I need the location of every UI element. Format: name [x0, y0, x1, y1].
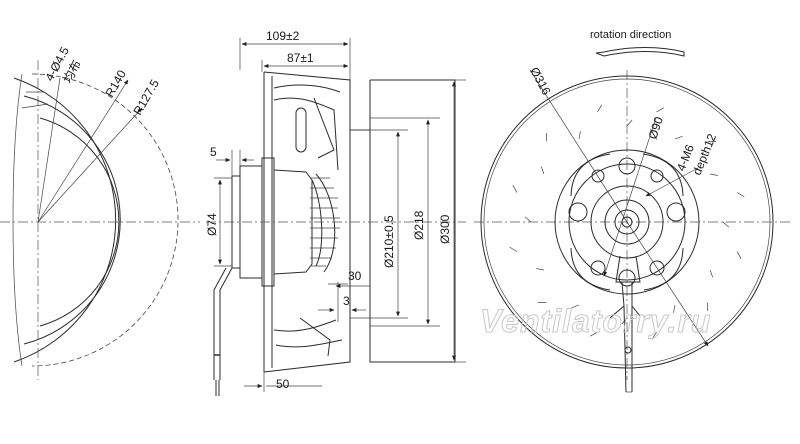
watermark: Ventilatorry.ru [480, 303, 711, 339]
overall-length-label: 109±2 [266, 29, 300, 43]
blade-mark [673, 305, 676, 313]
front-view: Ø316 Ø90 4-M6 depth12 rotation direction [474, 29, 790, 393]
body-length-label: 87±1 [287, 51, 314, 65]
cable-length-label: 50 [276, 377, 290, 391]
side-view: 109±2 87±1 Ø74 [205, 29, 466, 396]
blade-mark [626, 119, 633, 127]
blade-mark [524, 216, 532, 223]
blade-mark [578, 131, 581, 139]
blade-mark [540, 166, 545, 175]
hub-diameter-label: Ø74 [205, 213, 219, 236]
blade-mark [736, 251, 742, 259]
blade-mark [656, 107, 664, 113]
blade-marks [509, 104, 745, 340]
rotation-direction-label: rotation direction [590, 29, 671, 41]
rotation-arrow [595, 47, 685, 57]
blade-mark [709, 269, 714, 278]
blade-mark [674, 135, 683, 140]
blade-mark [536, 268, 544, 271]
inlet-depth-label: 30 [348, 269, 362, 283]
left-partial-view: 4-Ø4.5 均布 R140 R127.5 [0, 44, 200, 380]
lip-thickness-label: 3 [343, 294, 350, 308]
blade-mark [710, 173, 718, 176]
blade-mark [597, 104, 603, 113]
mid-diameter-label: Ø218 [412, 210, 426, 240]
impeller-diameter-label: Ø316 [527, 65, 553, 98]
flange-offset-label: 5 [210, 145, 217, 159]
blade-mark [571, 304, 580, 309]
radius-inner-label: R127.5 [130, 77, 162, 118]
blade-mark [736, 192, 745, 198]
blade-mark [590, 331, 598, 337]
hub-bolt-circle-label: Ø90 [646, 115, 666, 141]
outer-diameter-label: Ø300 [438, 214, 452, 244]
blade-mark [651, 331, 657, 340]
blade-mark [722, 221, 730, 228]
radius-outer-label: R140 [102, 67, 129, 99]
blade-mark [512, 185, 518, 193]
inner-diameter-label: Ø210±0.5 [382, 215, 396, 268]
blade-mark [509, 246, 518, 252]
